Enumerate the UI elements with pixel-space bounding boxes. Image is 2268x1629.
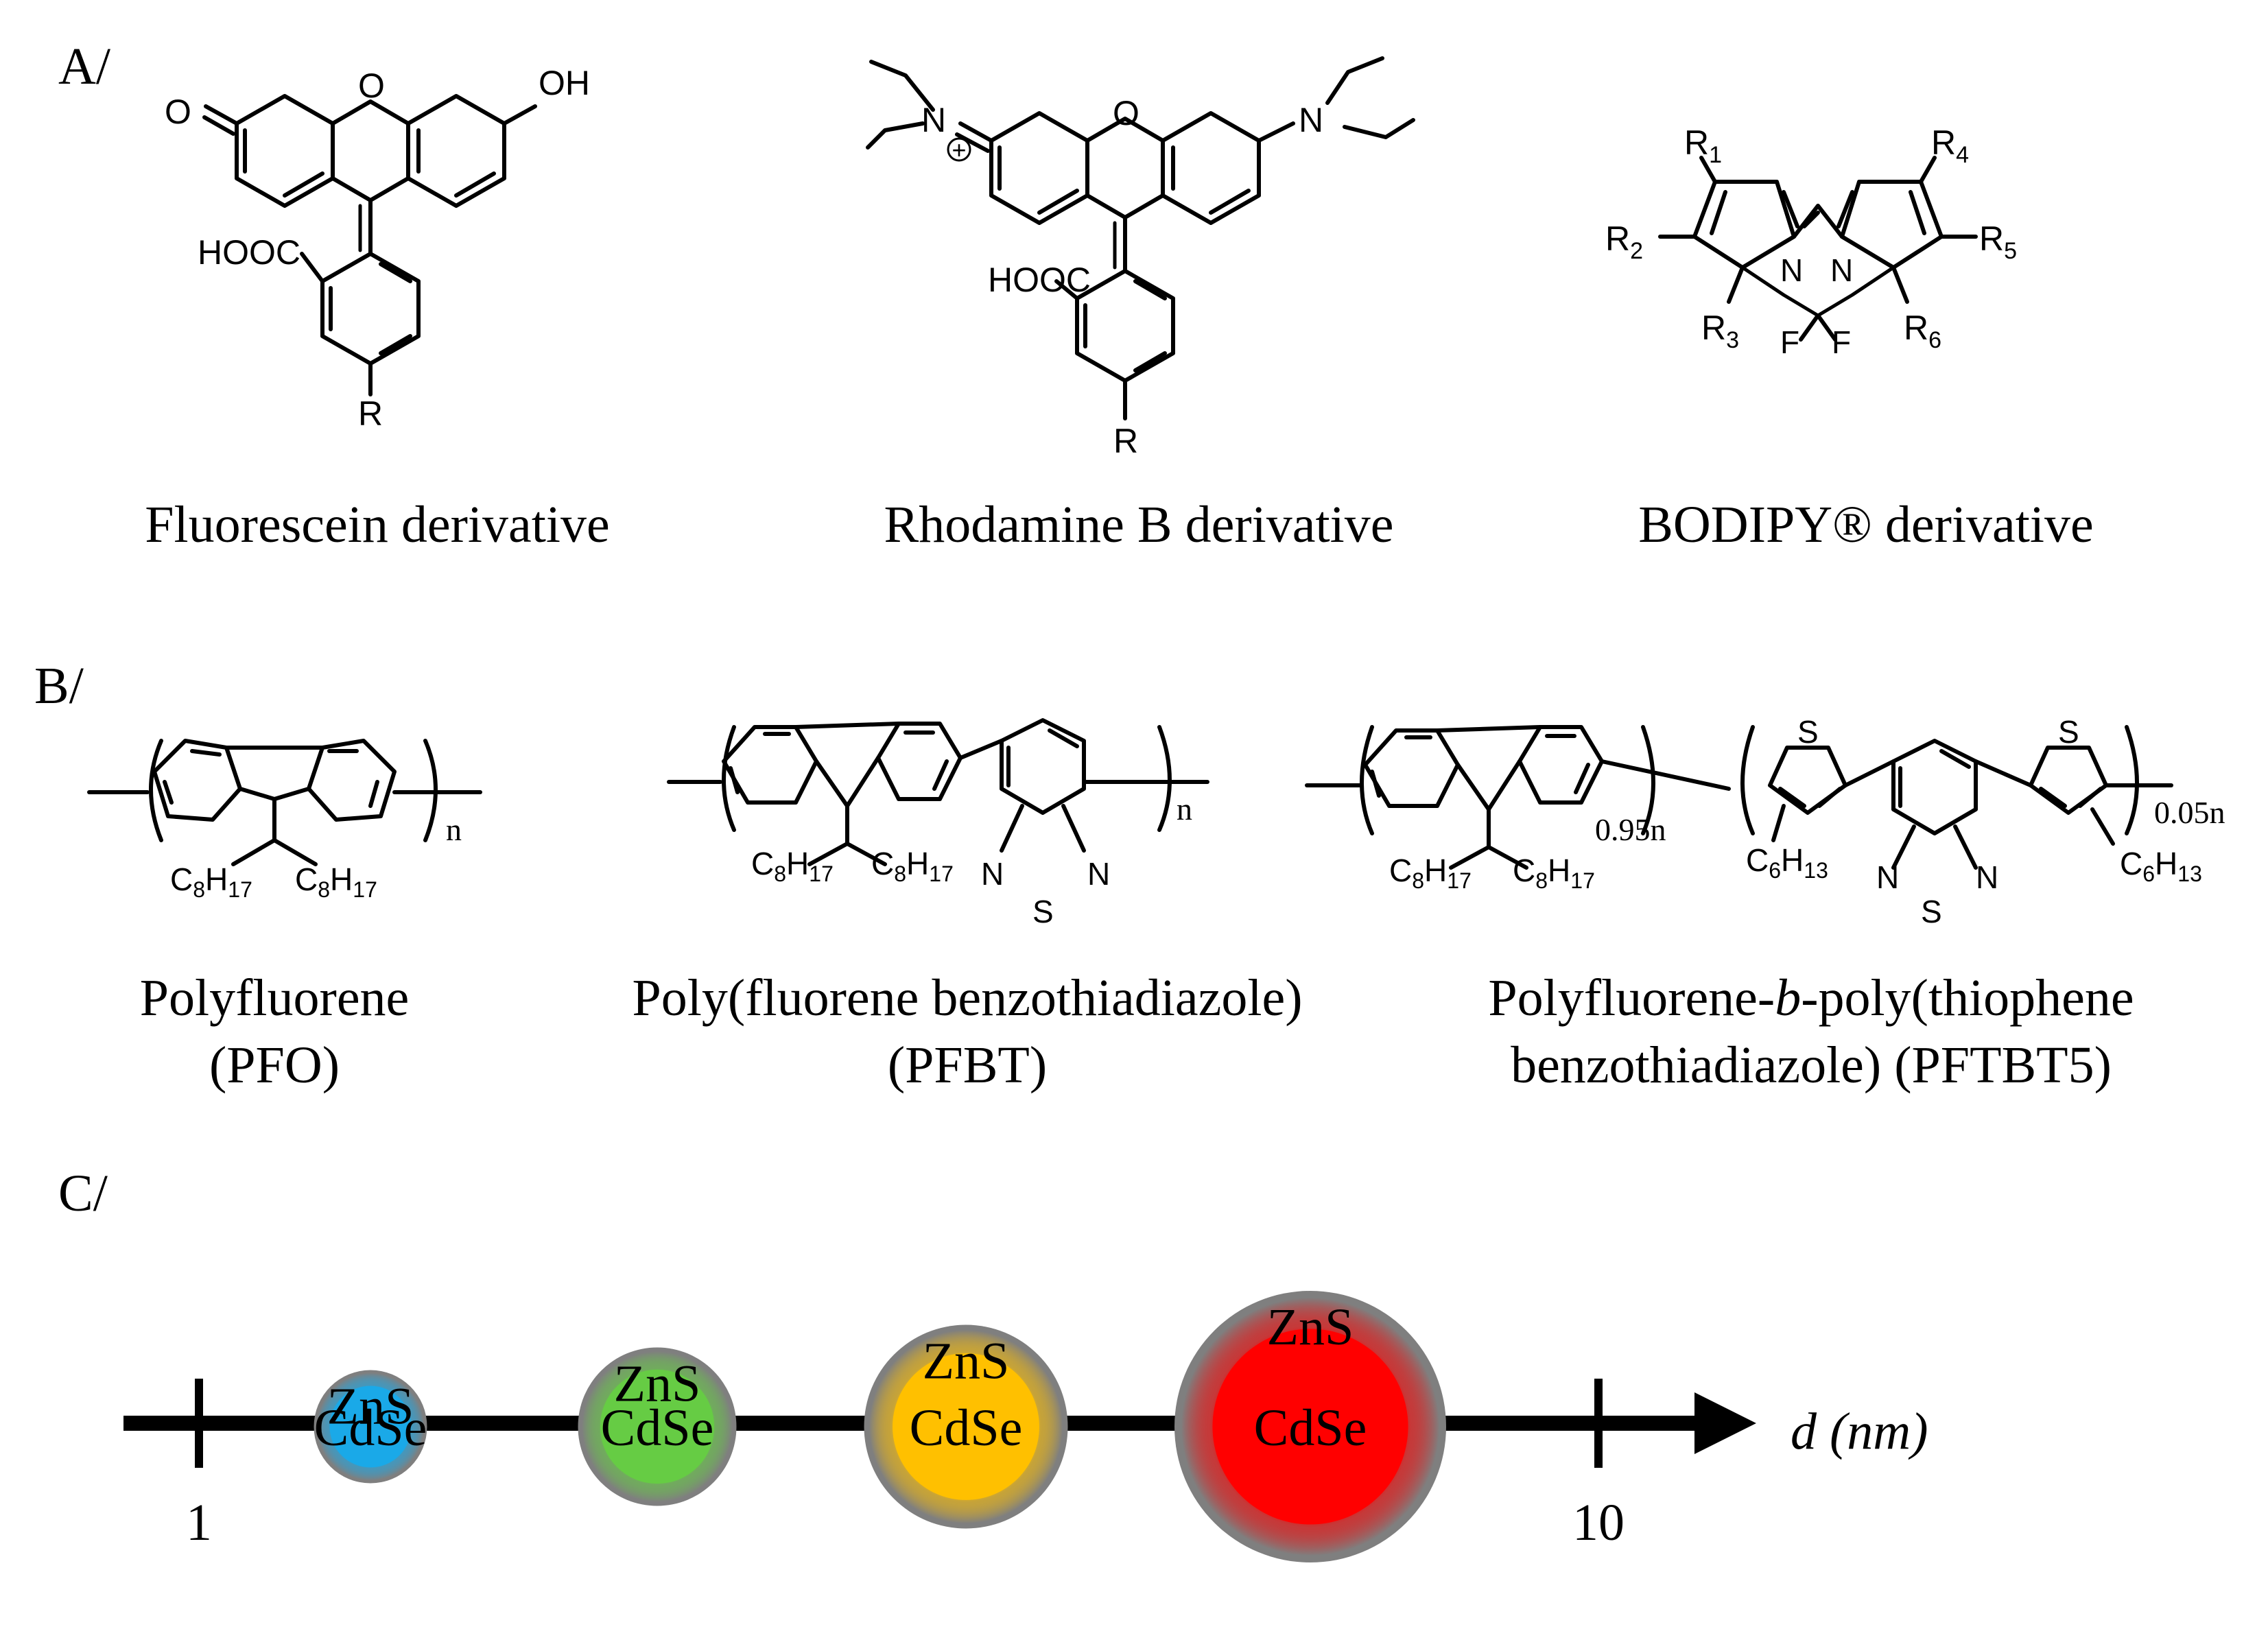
fluorescein-name: Fluorescein derivative [145, 496, 609, 554]
pftbt5-chain-left: C8H17 [1389, 853, 1472, 893]
pfo-chain-left: C8H17 [170, 861, 252, 902]
pftbt5-s1: S [1797, 714, 1819, 750]
pftbt5-s3: S [1921, 894, 1942, 929]
rhodamine-n-plus: N [921, 101, 946, 139]
bodipy-r1: R1 [1684, 123, 1722, 168]
qd-shell-label-1: ZnS [327, 1378, 414, 1436]
pfbt-n2: N [1087, 856, 1110, 892]
fluorescein-oh: OH [539, 64, 590, 102]
pftbt5-name-line1: Polyfluorene-b-poly(thiophene [1488, 969, 2134, 1027]
axis-tick-end-label: 10 [1572, 1494, 1625, 1551]
rhodamine-bonds [866, 56, 1415, 420]
pfbt-s: S [1032, 894, 1054, 929]
pfbt-name-line1: Poly(fluorene benzothiadiazole) [632, 969, 1302, 1027]
qd-shell-label-2: ZnS [614, 1355, 701, 1413]
fluorescein-bonds [202, 94, 537, 396]
panel-a-label: A/ [58, 38, 111, 95]
pftbt5-n2: N [1976, 859, 1998, 895]
pfo-name-line2: (PFO) [209, 1036, 340, 1094]
rhodamine-structure: N + O N HOOC R [866, 56, 1415, 460]
qd-shell-label-4: ZnS [1267, 1298, 1354, 1356]
rhodamine-charge: + [952, 136, 966, 164]
qd-shell-label-3: ZnS [923, 1333, 1010, 1390]
axis-label: d (nm) [1791, 1403, 1928, 1460]
fluorescein-ring-o: O [358, 67, 385, 105]
pfbt-chain-right: C8H17 [871, 846, 954, 886]
qd-core-label-1: CdSe [314, 1399, 427, 1457]
fluorescein-structure: O O OH HOOC R [165, 64, 590, 433]
qd-core-label-3: CdSe [910, 1399, 1023, 1457]
fluorescein-keto-o: O [165, 93, 191, 131]
pftbt5-hexyl-left: C6H13 [1746, 842, 1828, 883]
pfbt-n1: N [981, 856, 1004, 892]
qd-core-1 [329, 1386, 412, 1468]
pfo-bonds [87, 739, 482, 866]
rhodamine-charge-circle [947, 137, 971, 162]
rhodamine-cooh: HOOC [988, 261, 1091, 299]
fluorescein-r: R [358, 394, 383, 433]
pfo-structure: C8H17 C8H17 n [87, 739, 482, 902]
bodipy-r5: R5 [1979, 219, 2017, 264]
bodipy-n-right: N [1830, 252, 1853, 288]
rhodamine-n-amine: N [1299, 101, 1323, 139]
rhodamine-r: R [1113, 422, 1138, 460]
pfbt-name-line2: (PFBT) [888, 1036, 1047, 1094]
pftbt5-bonds [1305, 725, 2173, 870]
pfbt-bonds [667, 718, 1209, 866]
pftbt5-structure: C8H17 C8H17 0.95n 0.05n S S S N N C6H13 … [1305, 714, 2225, 929]
bodipy-bonds [1658, 156, 1978, 342]
bodipy-r3: R3 [1701, 309, 1739, 353]
rhodamine-ring-o: O [1113, 94, 1139, 132]
qd-core-2 [600, 1369, 715, 1484]
fluorescein-cooh: HOOC [198, 233, 300, 272]
rhodamine-name: Rhodamine B derivative [884, 496, 1394, 554]
pftbt5-n1: N [1876, 859, 1899, 895]
pftbt5-repeat2: 0.05n [2154, 795, 2225, 830]
bodipy-name: BODIPY® derivative [1638, 496, 2094, 554]
pfo-repeat: n [446, 812, 462, 847]
bodipy-r4: R4 [1931, 123, 1969, 168]
axis-tick-start-label: 1 [186, 1494, 212, 1551]
pftbt5-s2: S [2058, 714, 2079, 750]
qd-core-4 [1212, 1329, 1408, 1525]
pfo-chain-right: C8H17 [295, 861, 377, 902]
pfbt-repeat: n [1177, 792, 1192, 827]
bodipy-r6: R6 [1904, 309, 1941, 353]
bodipy-f-right: F [1832, 324, 1851, 360]
panel-c-label: C/ [58, 1165, 108, 1222]
pftbt5-hexyl-right: C6H13 [2120, 846, 2202, 886]
pfo-name-line1: Polyfluorene [140, 969, 410, 1027]
bodipy-f-left: F [1780, 324, 1799, 360]
axis-arrowhead [1694, 1392, 1756, 1454]
pfbt-chain-left: C8H17 [751, 846, 834, 886]
qd-core-3 [893, 1353, 1039, 1500]
bodipy-r2: R2 [1605, 219, 1643, 264]
pftbt5-name-line2: benzothiadiazole) (PFTBT5) [1511, 1036, 2112, 1094]
pftbt5-chain-right: C8H17 [1513, 853, 1595, 893]
panel-b-label: B/ [34, 657, 84, 715]
pftbt5-repeat1: 0.95n [1595, 812, 1666, 847]
bodipy-n-left: N [1780, 252, 1803, 288]
qd-core-label-2: CdSe [601, 1399, 714, 1457]
bodipy-structure: N N F F R1 R2 R3 R4 R5 R6 [1605, 123, 2017, 360]
pfbt-structure: C8H17 C8H17 N N S n [667, 718, 1209, 929]
qd-core-label-4: CdSe [1254, 1399, 1367, 1457]
